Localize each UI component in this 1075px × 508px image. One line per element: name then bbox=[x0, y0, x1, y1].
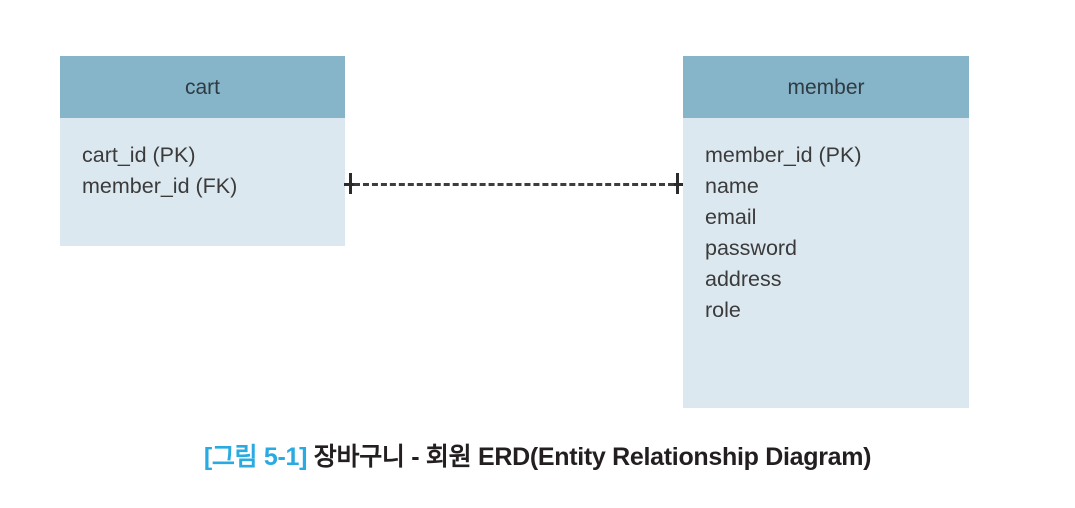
entity-cart[interactable]: cart cart_id (PK) member_id (FK) bbox=[60, 56, 345, 246]
attribute-row: member_id (FK) bbox=[82, 174, 238, 198]
relationship-cart-member bbox=[344, 168, 684, 200]
attribute-row: member_id (PK) bbox=[705, 143, 862, 167]
entity-member-title: member bbox=[683, 56, 969, 118]
attribute-row: address bbox=[705, 267, 782, 291]
attribute-row: cart_id (PK) bbox=[82, 143, 196, 167]
figure-number: [그림 5-1] bbox=[203, 443, 314, 471]
entity-member[interactable]: member member_id (PK) name email passwor… bbox=[683, 56, 969, 408]
relationship-dashed-line bbox=[354, 183, 674, 186]
attribute-row: role bbox=[705, 298, 741, 322]
figure-caption-text: 장바구니 - 회원 ERD(Entity Relationship Diagra… bbox=[313, 443, 872, 471]
cardinality-one-marker-left bbox=[349, 173, 352, 194]
figure-caption: [그림 5-1] 장바구니 - 회원 ERD(Entity Relationsh… bbox=[0, 437, 1075, 473]
entity-cart-title: cart bbox=[60, 56, 345, 118]
relationship-stub-right bbox=[674, 183, 684, 186]
attribute-row: email bbox=[705, 205, 757, 229]
attribute-row: password bbox=[705, 236, 798, 260]
attribute-row: name bbox=[705, 174, 759, 198]
entity-cart-attributes: cart_id (PK) member_id (FK) bbox=[60, 118, 345, 246]
entity-member-attributes: member_id (PK) name email password addre… bbox=[683, 118, 969, 408]
